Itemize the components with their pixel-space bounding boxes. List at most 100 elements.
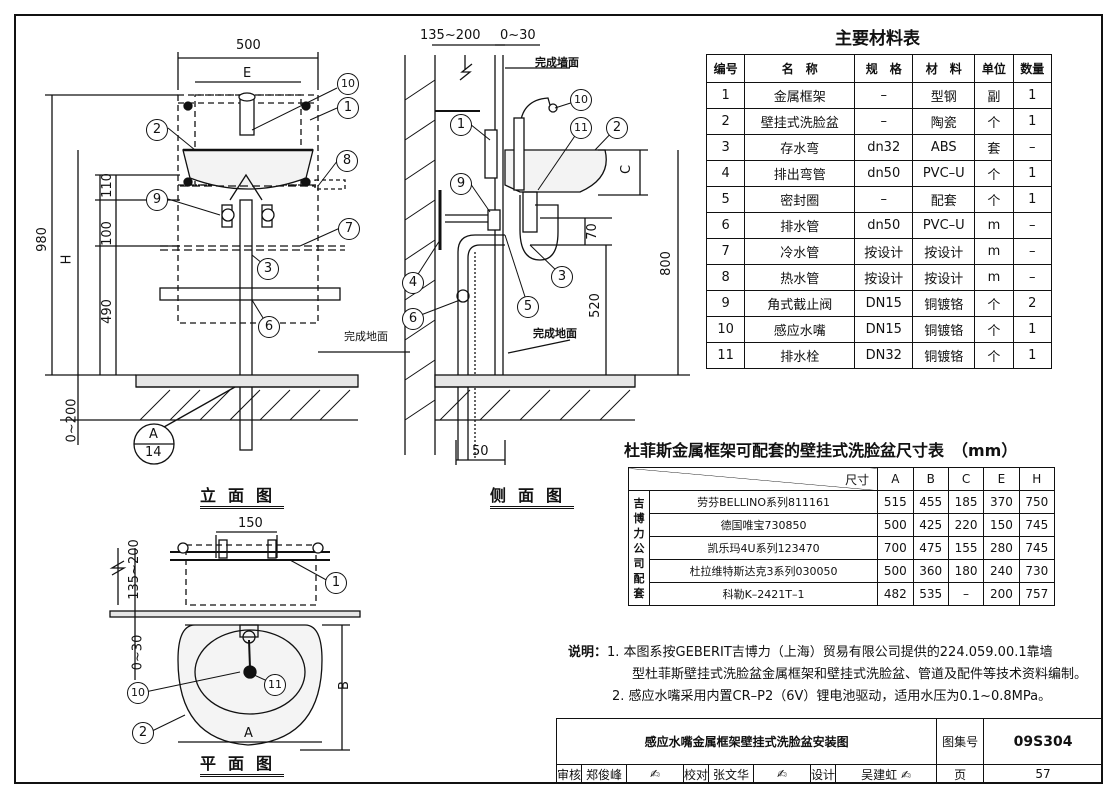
size-value-H: 750 <box>1018 490 1056 514</box>
material-name: 排水管 <box>744 212 856 239</box>
callout-10-plan: 10 <box>127 682 149 704</box>
elevation-view <box>45 52 410 465</box>
size-value-A: 482 <box>877 582 914 606</box>
size-value-H: 745 <box>1018 513 1056 537</box>
dim-110: 110 <box>99 173 115 198</box>
material-material: 铜镀铬 <box>912 316 976 343</box>
callout-3-side: 3 <box>551 266 573 288</box>
basin-shape <box>182 149 314 190</box>
side-dim-135-200: 135~200 <box>420 28 481 43</box>
side-basin-shape <box>504 149 607 193</box>
plan-dim-150: 150 <box>238 516 263 531</box>
size-value-C: 180 <box>947 559 985 583</box>
size-value-H: 745 <box>1018 536 1056 560</box>
size-value-E: 240 <box>983 559 1020 583</box>
material-spec: dn50 <box>854 160 914 187</box>
material-unit: 副 <box>974 82 1014 109</box>
col-qty: 数量 <box>1012 54 1053 83</box>
material-number: 3 <box>705 134 746 161</box>
size-value-C: – <box>947 582 985 606</box>
callout-11-side: 11 <box>570 117 592 139</box>
callout-5-side: 5 <box>517 296 539 318</box>
size-model-name: 凯乐玛4U系列123470 <box>648 536 879 560</box>
elevation-view-title: 立面图 <box>200 482 285 509</box>
material-spec: DN32 <box>854 342 914 369</box>
dim-0-200: 0~200 <box>64 398 80 443</box>
sizes-col-B: B <box>912 467 949 491</box>
sizes-header-row: 尺寸 A B C E H <box>627 467 1056 491</box>
size-value-C: 185 <box>947 490 985 514</box>
col-material: 材 料 <box>912 54 976 83</box>
plan-dim-0-30: 0~30 <box>130 634 146 671</box>
plan-basin-shape <box>177 624 323 746</box>
size-value-E: 200 <box>983 582 1020 606</box>
side-dim-520: 520 <box>587 293 603 318</box>
size-value-H: 757 <box>1018 582 1056 606</box>
callout-9: 9 <box>146 189 168 211</box>
callout-11-plan: 11 <box>264 674 286 696</box>
reviewer-name: 郑俊峰 <box>581 764 627 784</box>
size-value-C: 220 <box>947 513 985 537</box>
check-label: 校对 <box>683 764 709 784</box>
dim-E: E <box>243 66 252 81</box>
material-qty: 1 <box>1012 160 1053 187</box>
title-block: 感应水嘴金属框架壁挂式洗脸盆安装图 图集号 09S304 审核 郑俊峰 ✍ 校对… <box>555 718 1103 784</box>
size-value-E: 280 <box>983 536 1020 560</box>
material-unit: m <box>974 212 1014 239</box>
side-wall-label: 完成墙面 <box>535 56 579 69</box>
material-name: 感应水嘴 <box>744 316 856 343</box>
drawing-title: 感应水嘴金属框架壁挂式洗脸盆安装图 <box>555 718 938 765</box>
notes: 说明：1. 本图系按GEBERIT吉博力（上海）贸易有限公司提供的224.059… <box>568 642 1087 708</box>
dim-500: 500 <box>236 38 261 53</box>
side-dim-800: 800 <box>658 251 674 276</box>
material-material: 按设计 <box>912 238 976 265</box>
design-label: 设计 <box>810 764 836 784</box>
review-label: 审核 <box>556 764 582 784</box>
material-name: 热水管 <box>744 264 856 291</box>
sizes-title: 杜菲斯金属框架可配套的壁挂式洗脸盆尺寸表 （mm） <box>624 441 1018 460</box>
size-value-C: 155 <box>947 536 985 560</box>
size-value-B: 475 <box>912 536 949 560</box>
plan-view <box>109 531 361 751</box>
col-spec: 规 格 <box>854 54 914 83</box>
material-material: 型钢 <box>912 82 976 109</box>
size-value-A: 500 <box>877 559 914 583</box>
material-material: PVC–U <box>912 212 976 239</box>
material-unit: 个 <box>974 160 1014 187</box>
sizes-col-H: H <box>1018 467 1056 491</box>
material-material: ABS <box>912 134 976 161</box>
size-model-name: 德国唯宝730850 <box>648 513 879 537</box>
material-number: 2 <box>705 108 746 135</box>
col-unit: 单位 <box>974 54 1014 83</box>
material-number: 8 <box>705 264 746 291</box>
side-dim-C: C <box>619 164 635 175</box>
size-group-label: 吉博力公司配套 <box>628 490 650 606</box>
material-unit: 个 <box>974 186 1014 213</box>
material-qty: 1 <box>1012 186 1053 213</box>
material-number: 11 <box>705 342 746 369</box>
material-spec: DN15 <box>854 290 914 317</box>
size-value-A: 500 <box>877 513 914 537</box>
material-name: 排出弯管 <box>744 160 856 187</box>
plan-frame <box>185 544 317 606</box>
callout-1: 1 <box>337 97 359 119</box>
material-spec: dn50 <box>854 212 914 239</box>
material-qty: 1 <box>1012 82 1053 109</box>
side-floor-label: 完成地面 <box>533 327 577 340</box>
side-dim-50: 50 <box>472 444 489 459</box>
material-material: 配套 <box>912 186 976 213</box>
material-spec: 按设计 <box>854 238 914 265</box>
size-value-H: 730 <box>1018 559 1056 583</box>
callout-4-side: 4 <box>402 272 424 294</box>
designer-name: 吴建虹 <box>861 767 898 782</box>
